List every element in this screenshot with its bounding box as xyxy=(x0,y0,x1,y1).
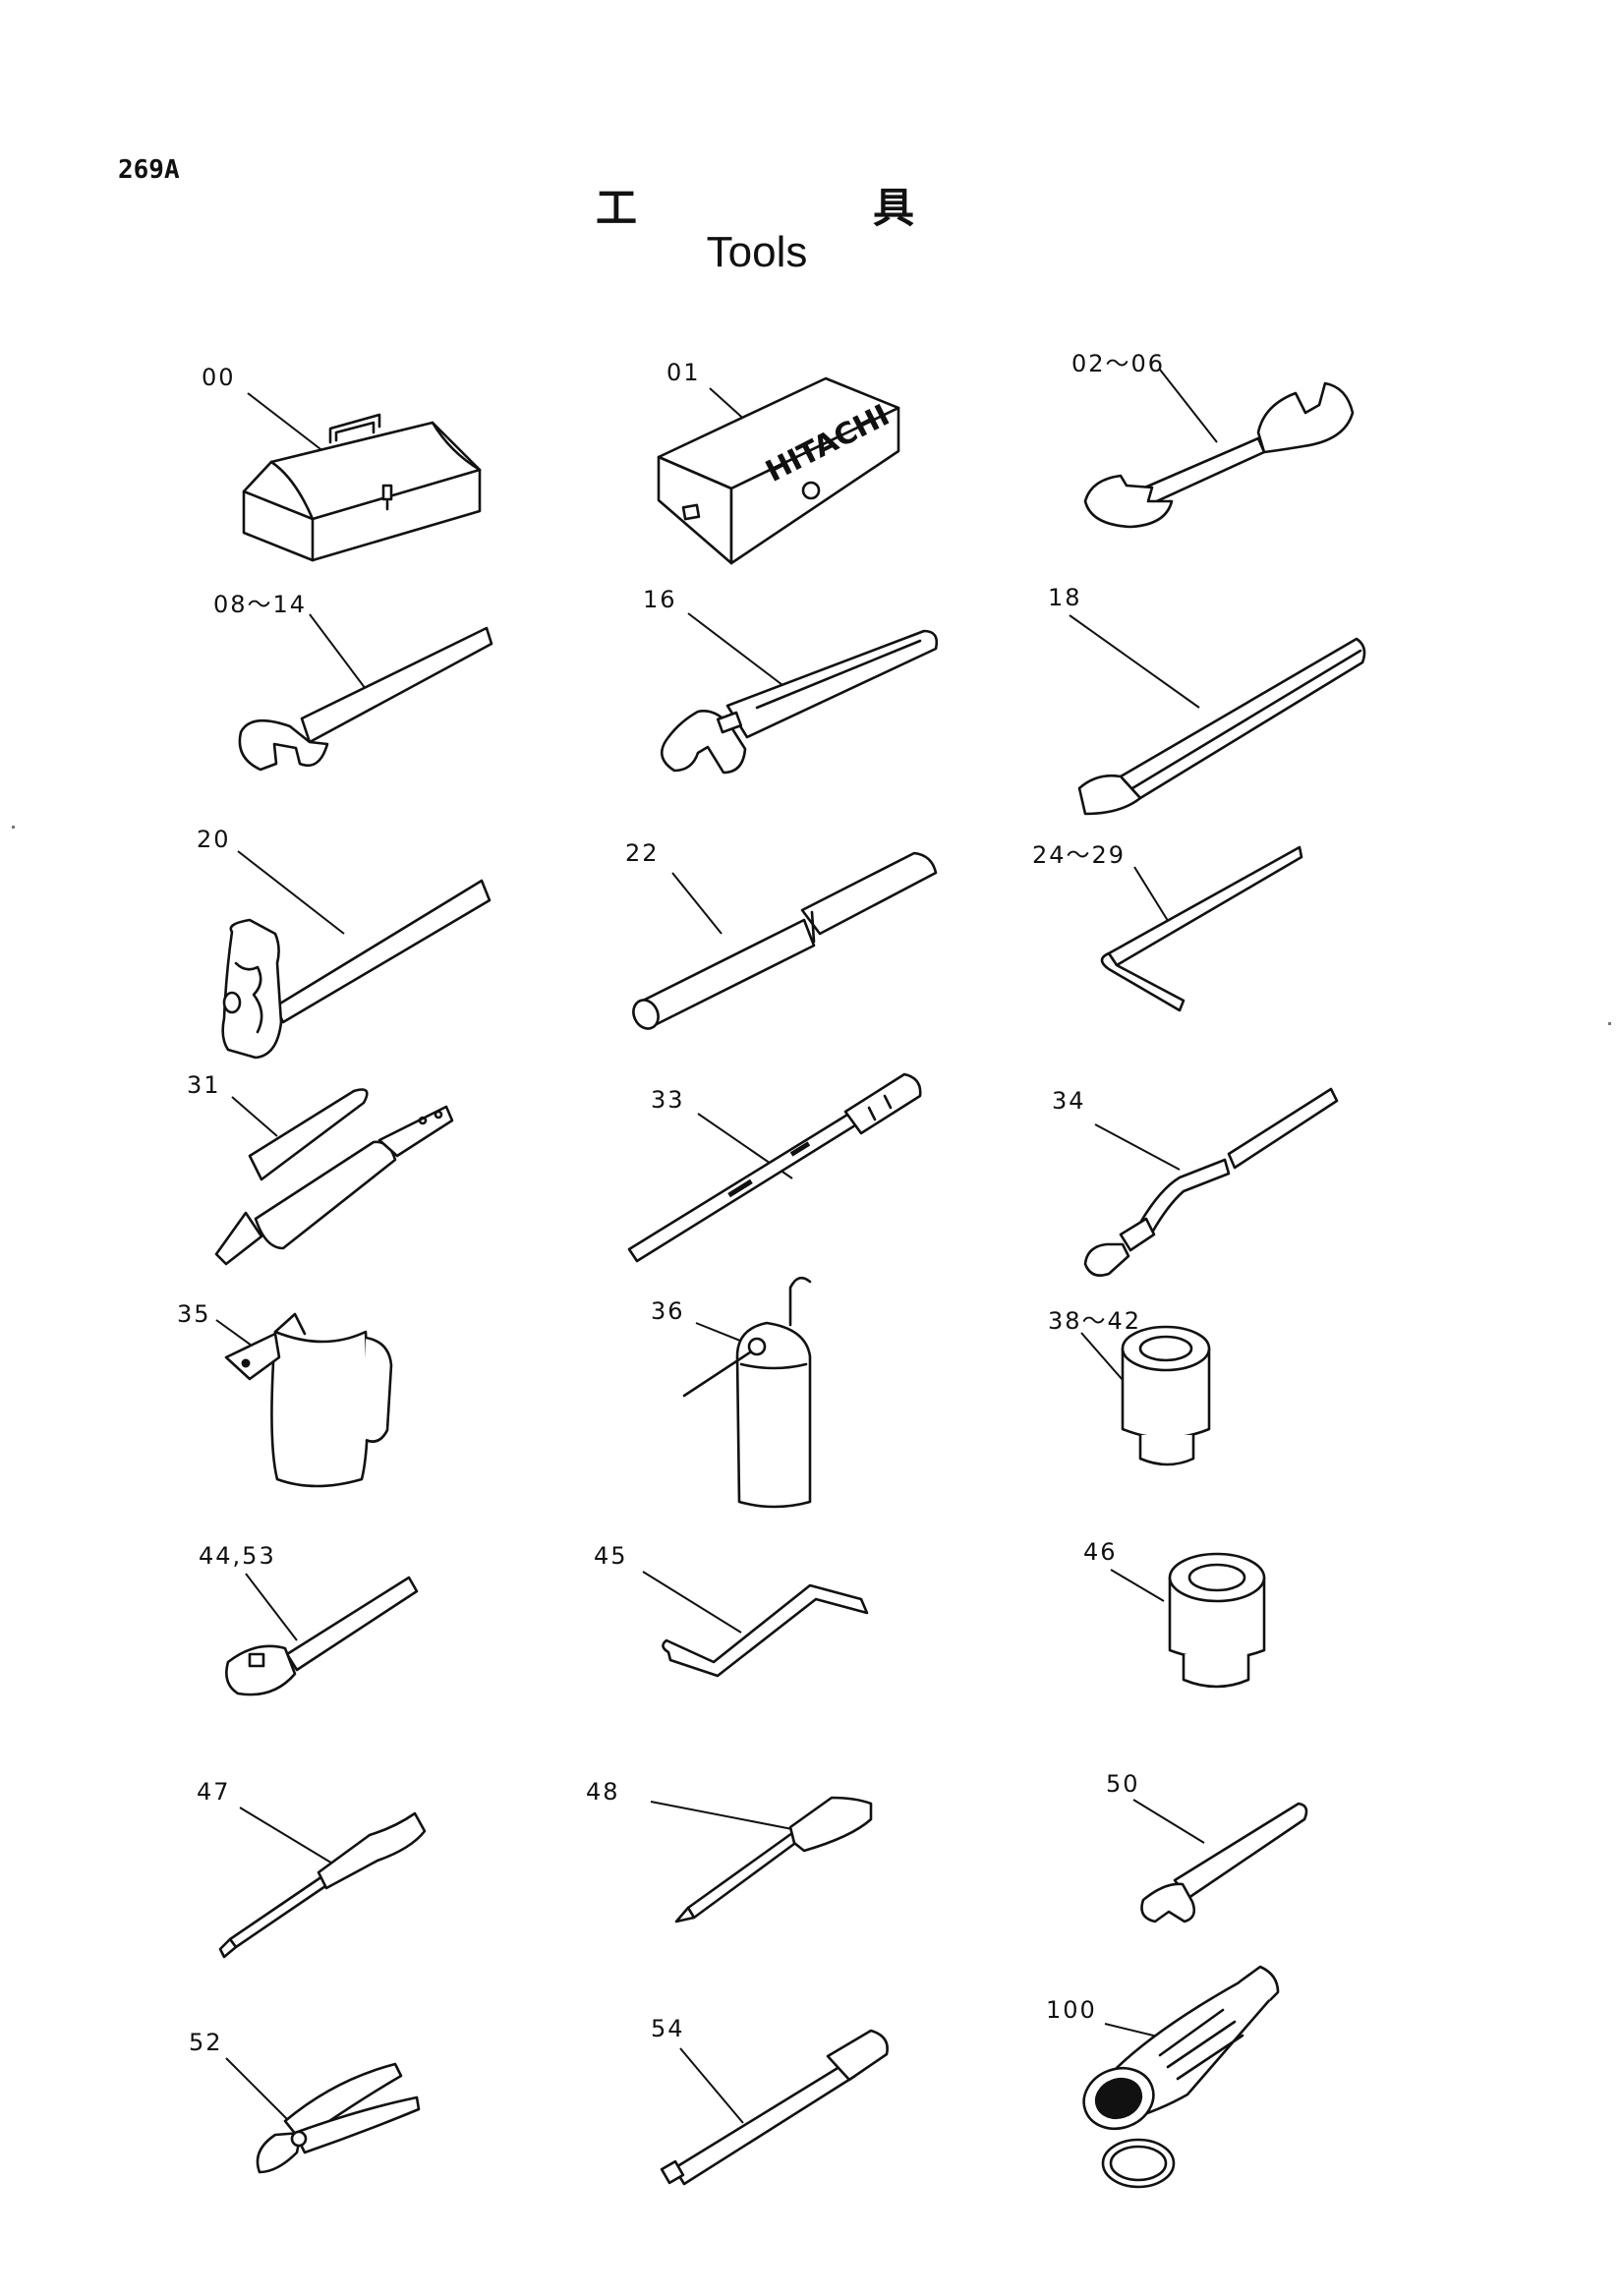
hex-key-icon xyxy=(1032,835,1327,1022)
tool-item-small-adjustable-wrench: 50 xyxy=(1096,1764,1332,1931)
phillips-screwdriver-icon xyxy=(570,1774,885,1961)
socket-icon xyxy=(1071,1538,1288,1695)
part-number: 48 xyxy=(586,1778,620,1806)
flat-screwdriver-icon xyxy=(197,1774,433,1961)
part-number: 20 xyxy=(197,826,231,853)
part-number: 34 xyxy=(1052,1087,1086,1115)
tool-item-flat-screwdriver: 47 xyxy=(197,1774,433,1961)
tool-item-grease-gun: 31 xyxy=(187,1071,482,1283)
tool-item-hitachi-box: 01 HITACHI xyxy=(649,349,914,570)
small-adjustable-wrench-icon xyxy=(1096,1764,1332,1931)
tool-item-single-wrench: 08～14 xyxy=(211,585,506,796)
hammer-icon xyxy=(197,826,511,1071)
tool-item-pliers: 52 xyxy=(187,2025,442,2192)
tool-case-icon: HITACHI xyxy=(649,349,914,570)
adjustable-wrench-icon xyxy=(629,580,954,796)
part-number: 33 xyxy=(651,1086,685,1114)
oil-bottle-icon xyxy=(639,1268,836,1514)
page-code: 269A xyxy=(118,155,180,185)
tool-item-toolbox: 00 xyxy=(202,354,492,570)
tool-item-oil-pitcher: 35 xyxy=(177,1292,413,1499)
pipe-icon xyxy=(619,826,954,1032)
tool-item-ratchet: 44,53 xyxy=(187,1538,442,1725)
flashlight-icon xyxy=(1042,1941,1337,2197)
tool-item-phillips-screwdriver: 48 xyxy=(570,1774,885,1961)
nozzle-pipe-icon xyxy=(1052,1071,1347,1283)
part-number: 52 xyxy=(189,2029,223,2056)
ratchet-handle-icon xyxy=(187,1538,442,1725)
tool-item-pry-bar: 18 xyxy=(1022,580,1376,826)
title-jp-char-1: 工 xyxy=(596,184,638,232)
extension-rod-icon xyxy=(609,1057,944,1268)
part-number: 00 xyxy=(202,364,236,391)
part-number: 18 xyxy=(1048,584,1082,611)
tool-item-bent-bar: 45 xyxy=(590,1538,885,1686)
part-number: 24～29 xyxy=(1032,841,1127,869)
tool-item-nozzle-pipe: 34 xyxy=(1052,1071,1347,1283)
part-number: 46 xyxy=(1083,1538,1118,1566)
tool-item-socket-extension: 54 xyxy=(639,2005,895,2202)
toolbox-icon xyxy=(226,354,492,570)
pliers-icon xyxy=(187,2025,442,2192)
part-number: 54 xyxy=(651,2015,685,2042)
tool-item-extension-rod: 33 xyxy=(609,1057,944,1268)
pry-bar-icon xyxy=(1022,580,1376,826)
socket-icon xyxy=(1042,1297,1258,1494)
page-title-japanese: 工 具 xyxy=(550,175,944,232)
tool-item-socket-b: 46 xyxy=(1071,1538,1288,1695)
title-jp-char-2: 具 xyxy=(873,184,915,232)
tool-item-socket-a: 38～42 xyxy=(1042,1297,1258,1494)
tool-item-hammer: 20 xyxy=(197,826,511,1071)
grease-gun-icon xyxy=(187,1071,482,1283)
part-number: 22 xyxy=(625,839,660,867)
part-number: 36 xyxy=(651,1297,685,1325)
part-number: 35 xyxy=(177,1300,211,1328)
tool-item-pipe: 22 xyxy=(619,826,954,1032)
double-open-end-wrench-icon xyxy=(1062,344,1376,541)
scan-speck xyxy=(12,826,15,829)
oil-pitcher-icon xyxy=(177,1292,413,1499)
tool-item-hex-key: 24～29 xyxy=(1032,835,1327,1022)
bent-bar-icon xyxy=(590,1538,885,1686)
part-number: 100 xyxy=(1046,1996,1097,2024)
scan-speck xyxy=(1608,1022,1611,1025)
socket-extension-icon xyxy=(639,2005,895,2202)
part-number: 44,53 xyxy=(199,1542,276,1570)
tool-item-oil-bottle: 36 xyxy=(639,1268,836,1514)
part-number: 47 xyxy=(197,1778,231,1806)
tool-item-flashlight: 100 xyxy=(1042,1941,1337,2197)
part-number: 31 xyxy=(187,1071,221,1099)
page-title: Tools xyxy=(706,228,808,276)
tool-item-adjustable-wrench: 16 xyxy=(629,580,954,796)
tool-item-double-wrench: 02～06 xyxy=(1062,344,1376,541)
part-number: 02～06 xyxy=(1071,350,1166,377)
part-number: 01 xyxy=(666,359,701,386)
part-number: 45 xyxy=(594,1542,628,1570)
part-number: 50 xyxy=(1106,1770,1140,1798)
part-number: 16 xyxy=(643,586,677,613)
single-open-end-wrench-icon xyxy=(211,585,506,796)
part-number: 08～14 xyxy=(213,591,308,618)
part-number: 38～42 xyxy=(1048,1307,1142,1335)
